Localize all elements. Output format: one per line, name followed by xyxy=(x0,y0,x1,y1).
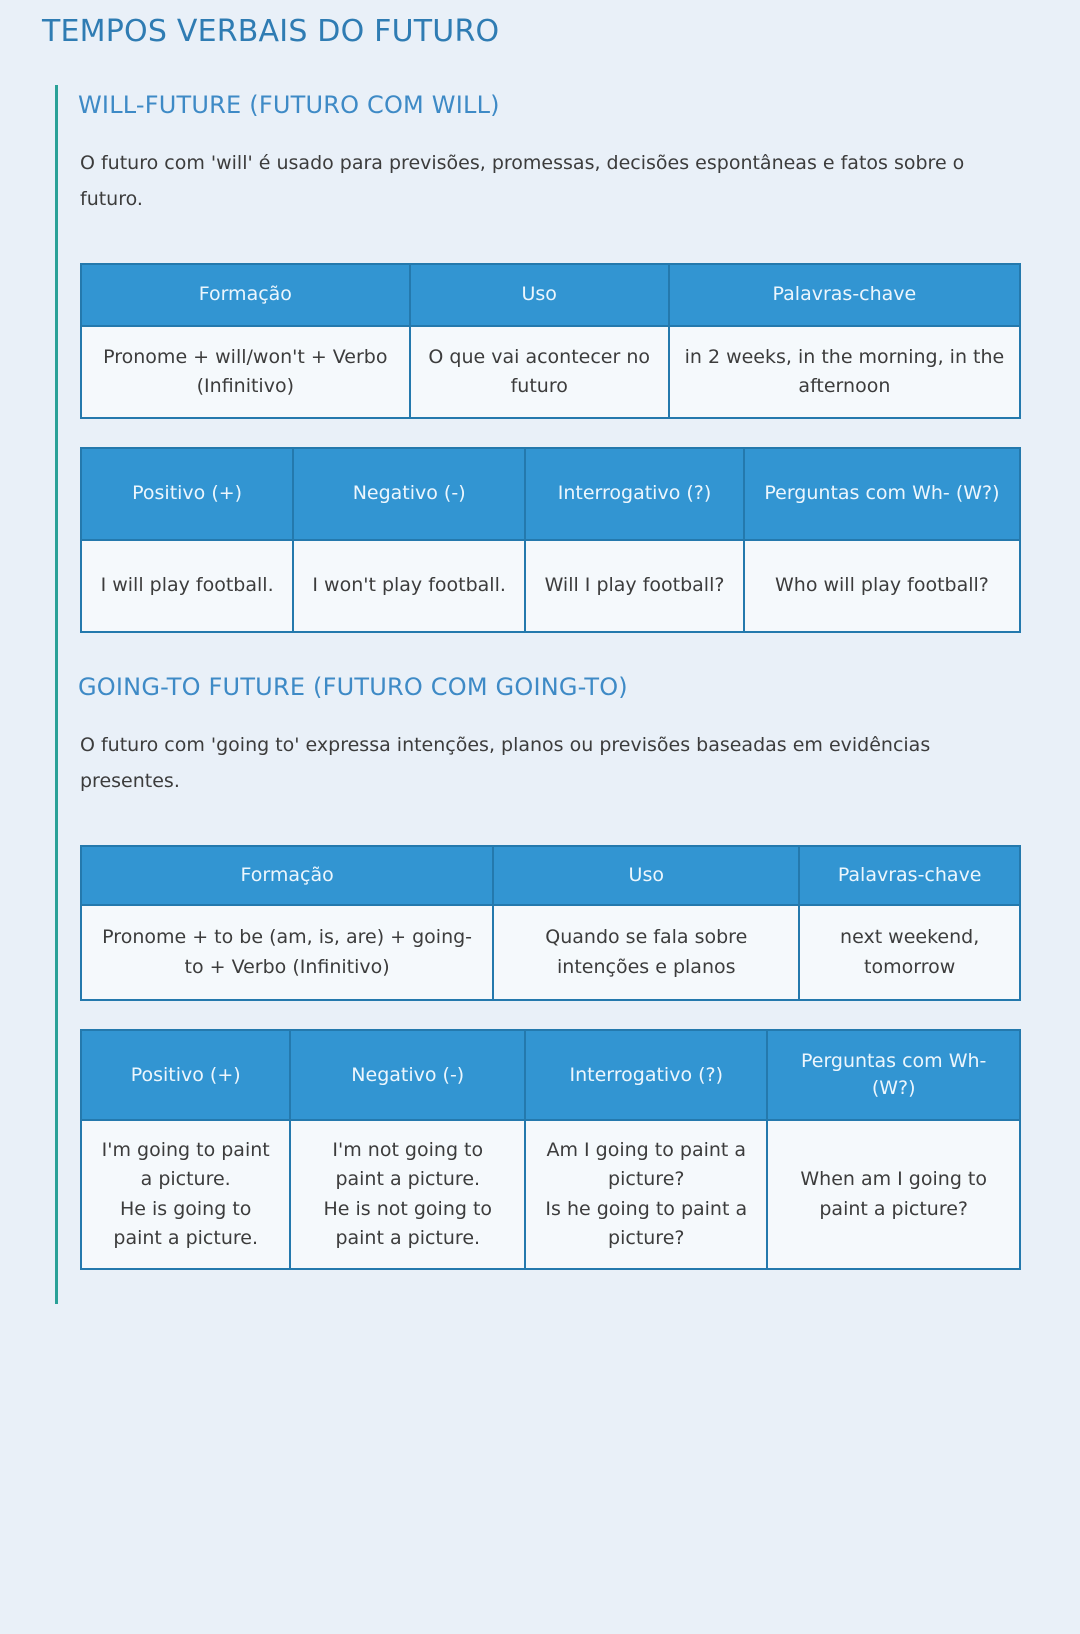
column-header-positivo: Positivo (+) xyxy=(79,1029,292,1122)
column-header-negativo: Negativo (-) xyxy=(292,447,527,542)
cell-negativo: I'm not going to paint a picture. He is … xyxy=(289,1119,527,1271)
section-heading-going-to: GOING-TO FUTURE (FUTURO COM GOING-TO) xyxy=(78,673,628,702)
page-bottom-whitespace xyxy=(0,1304,1080,1634)
going-to-overview-table: Formação Uso Palavras-chave Pronome + to… xyxy=(79,845,1021,1002)
table-header-row: Positivo (+) Negativo (-) Interrogativo … xyxy=(79,1029,1021,1122)
page-title: TEMPOS VERBAIS DO FUTURO xyxy=(42,14,500,49)
cell-wh: Who will play football? xyxy=(742,539,1022,634)
cell-palavras-chave: next weekend, tomorrow xyxy=(798,904,1021,1002)
cell-uso: O que vai acontecer no futuro xyxy=(408,325,670,420)
section-will-future: WILL-FUTURE (FUTURO COM WILL) O futuro c… xyxy=(55,85,1022,668)
column-header-positivo: Positivo (+) xyxy=(79,447,295,542)
column-header-interrogativo: Interrogativo (?) xyxy=(524,1029,769,1122)
section-description-going-to: O futuro com 'going to' expressa intençõ… xyxy=(80,734,931,793)
cell-uso: Quando se fala sobre intenções e planos xyxy=(492,904,801,1002)
cell-negativo: I won't play football. xyxy=(292,539,527,634)
cell-formacao: Pronome + will/won't + Verbo (Infinitivo… xyxy=(80,325,411,420)
table-row: I will play football. I won't play footb… xyxy=(79,539,1022,634)
section-description-will: O futuro com 'will' é usado para previsõ… xyxy=(80,152,965,211)
column-header-wh: Perguntas com Wh- (W?) xyxy=(742,447,1022,542)
table-header-row: Formação Uso Palavras-chave xyxy=(79,845,1021,907)
column-header-formacao: Formação xyxy=(79,845,495,907)
column-header-negativo: Negativo (-) xyxy=(289,1029,527,1122)
will-forms-table: Positivo (+) Negativo (-) Interrogativo … xyxy=(79,447,1022,634)
column-header-interrogativo: Interrogativo (?) xyxy=(524,447,745,542)
cell-positivo: I will play football. xyxy=(79,539,295,634)
column-header-palavras-chave: Palavras-chave xyxy=(798,845,1021,907)
cell-palavras-chave: in 2 weeks, in the morning, in the after… xyxy=(667,325,1022,420)
column-header-uso: Uso xyxy=(408,263,670,328)
table-row: I'm going to paint a picture. He is goin… xyxy=(79,1119,1021,1271)
column-header-formacao: Formação xyxy=(80,263,411,328)
cell-formacao: Pronome + to be (am, is, are) + going-to… xyxy=(79,904,495,1002)
column-header-uso: Uso xyxy=(492,845,801,907)
cell-interrogativo: Will I play football? xyxy=(524,539,745,634)
cell-wh: When am I going to paint a picture? xyxy=(766,1119,1021,1271)
column-header-palavras-chave: Palavras-chave xyxy=(667,263,1022,328)
will-overview-table: Formação Uso Palavras-chave Pronome + wi… xyxy=(80,263,1022,420)
notes-page: TEMPOS VERBAIS DO FUTURO WILL-FUTURE (FU… xyxy=(42,14,1022,1305)
section-heading-will: WILL-FUTURE (FUTURO COM WILL) xyxy=(78,91,500,119)
cell-interrogativo: Am I going to paint a picture? Is he goi… xyxy=(524,1119,769,1271)
going-to-forms-table: Positivo (+) Negativo (-) Interrogativo … xyxy=(79,1029,1021,1271)
table-header-row: Positivo (+) Negativo (-) Interrogativo … xyxy=(79,447,1022,542)
column-header-wh: Perguntas com Wh- (W?) xyxy=(766,1029,1021,1122)
section-going-to-future: GOING-TO FUTURE (FUTURO COM GOING-TO) O … xyxy=(55,667,1021,1305)
table-row: Pronome + will/won't + Verbo (Infinitivo… xyxy=(80,325,1022,420)
table-header-row: Formação Uso Palavras-chave xyxy=(80,263,1022,328)
table-row: Pronome + to be (am, is, are) + going-to… xyxy=(79,904,1021,1002)
cell-positivo: I'm going to paint a picture. He is goin… xyxy=(79,1119,292,1271)
